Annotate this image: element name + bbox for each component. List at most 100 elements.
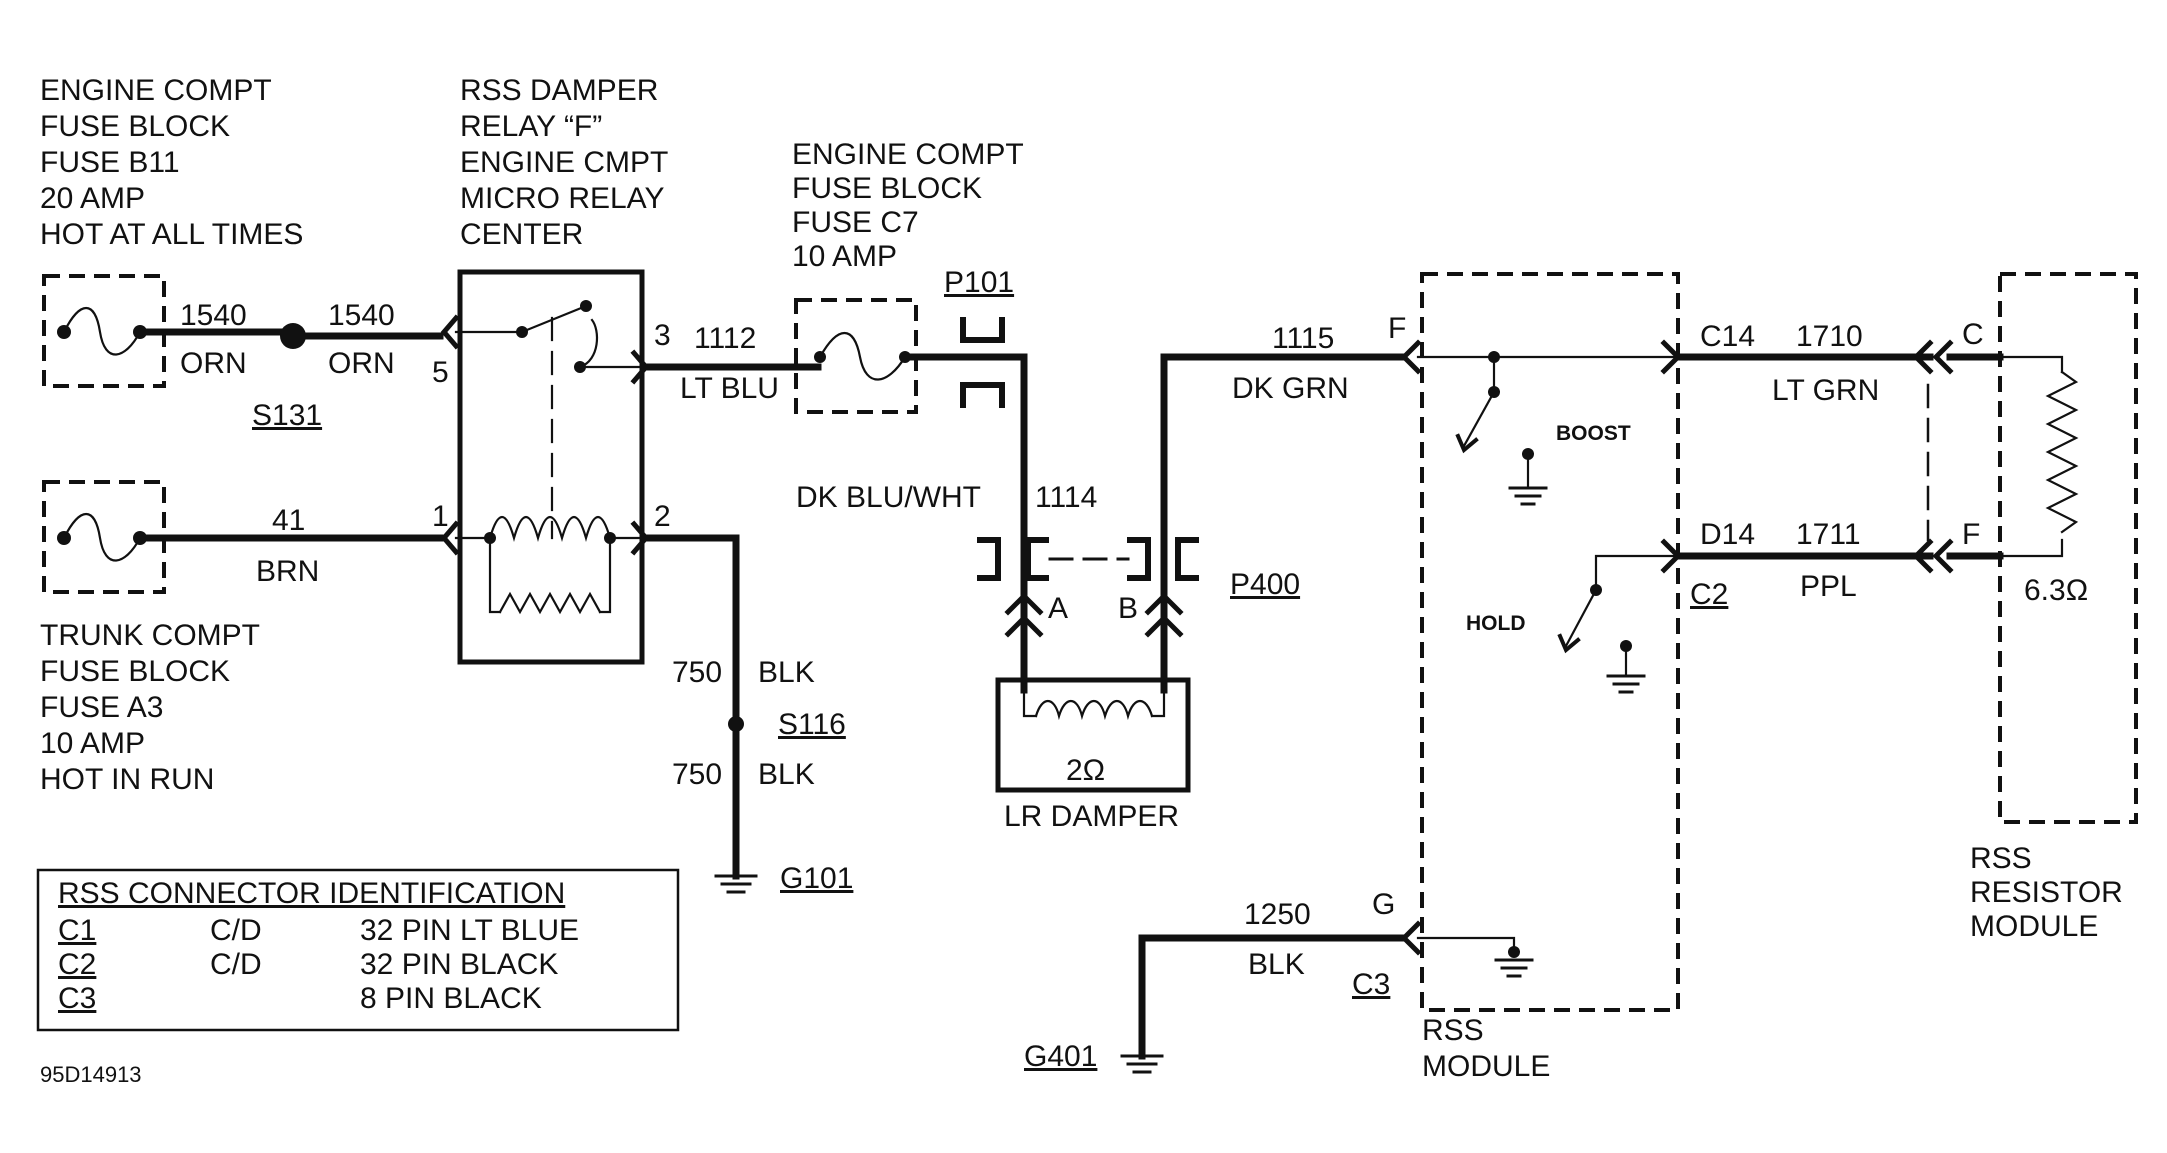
ground-ref-g101: G101 (780, 862, 853, 895)
diagram-label: 10 AMP (792, 240, 897, 273)
diagram-label: 6.3Ω (2024, 574, 2088, 607)
diagram-label: FUSE BLOCK (40, 110, 230, 143)
diagram-label: 1711 (1796, 518, 1861, 551)
diagram-label: 32 PIN BLACK (360, 948, 558, 981)
fuse-c7 (794, 298, 918, 414)
diagram-label: C/D (210, 914, 262, 947)
connector-ref-c3: C3 (1352, 968, 1390, 1001)
diagram-label: PPL (1800, 570, 1857, 603)
wire-1114 (901, 353, 1028, 602)
diagram-label: C14 (1700, 320, 1755, 353)
diagram-label: RSS CONNECTOR IDENTIFICATION (58, 877, 565, 910)
diagram-label: 1 (432, 500, 449, 533)
diagram-label: RSS DAMPER (460, 74, 658, 107)
diagram-label: 750 (672, 758, 722, 791)
diagram-label: C3 (58, 982, 96, 1015)
figure-id: 95D14913 (40, 1062, 142, 1087)
diagram-label: BLK (758, 758, 815, 791)
diagram-label: MODULE (1422, 1050, 1550, 1083)
relay-box (440, 269, 650, 665)
diagram-label: 8 PIN BLACK (360, 982, 542, 1015)
diagram-label: HOT AT ALL TIMES (40, 218, 303, 251)
diagram-label: 1114 (1035, 481, 1097, 514)
diagram-label: BLK (758, 656, 815, 689)
connector-ref-p101: P101 (944, 266, 1014, 299)
diagram-label: DK BLU/WHT (796, 481, 981, 514)
diagram-label: 1115 (1272, 322, 1334, 355)
rss-resistor-module (1912, 272, 2138, 824)
diagram-label: DK GRN (1232, 372, 1349, 405)
diagram-label: D14 (1700, 518, 1755, 551)
diagram-label: 1250 (1244, 898, 1311, 931)
diagram-label: MODULE (1970, 910, 2098, 943)
diagram-label: 41 (272, 504, 305, 537)
diagram-label: FUSE BLOCK (40, 655, 230, 688)
diagram-label: RSS (1970, 842, 2032, 875)
connector-ref-c2: C2 (1690, 578, 1728, 611)
diagram-label: F (1962, 518, 1980, 551)
diagram-label: CENTER (460, 218, 583, 251)
diagram-label: RSS (1422, 1014, 1484, 1047)
diagram-label: RELAY “F” (460, 110, 602, 143)
ground-g101 (714, 874, 758, 894)
lr-damper (995, 677, 1191, 793)
splice-ref-s131: S131 (252, 399, 322, 432)
fuse-b11-label: ENGINE COMPT FUSE BLOCK FUSE B11 20 AMP … (40, 74, 303, 251)
diagram-label: ENGINE COMPT (40, 74, 272, 107)
diagram-label: BLK (1248, 948, 1305, 981)
diagram-label: ENGINE COMPT (792, 138, 1024, 171)
diagram-label: 20 AMP (40, 182, 145, 215)
diagram-label: F (1388, 312, 1406, 345)
diagram-label: RESISTOR (1970, 876, 2123, 909)
diagram-label: 2 (654, 500, 671, 533)
diagram-label: 3 (654, 319, 671, 352)
diagram-label: B (1118, 592, 1138, 625)
diagram-label: 5 (432, 356, 449, 389)
fuse-c7-label: ENGINE COMPT FUSE BLOCK FUSE C7 10 AMP (792, 138, 1024, 273)
diagram-label: 1540 (180, 299, 247, 332)
diagram-label: LR DAMPER (1004, 800, 1179, 833)
wire-750 (642, 534, 740, 880)
connector-p400 (977, 537, 1199, 581)
diagram-label: 2Ω (1066, 754, 1105, 787)
diagram-label: BRN (256, 555, 319, 588)
connector-legend: RSS CONNECTOR IDENTIFICATION C1 C/D 32 P… (36, 868, 680, 1032)
diagram-label: G (1372, 888, 1395, 921)
relay-label: RSS DAMPER RELAY “F” ENGINE CMPT MICRO R… (460, 74, 668, 251)
wire-1250 (1138, 934, 1408, 1060)
diagram-label: 32 PIN LT BLUE (360, 914, 579, 947)
diagram-label: FUSE A3 (40, 691, 163, 724)
boost-label: BOOST (1556, 422, 1631, 445)
splice-ref-s116: S116 (778, 708, 846, 741)
diagram-label: 1540 (328, 299, 395, 332)
diagram-label: 1710 (1796, 320, 1863, 353)
ground-ref-g401: G401 (1024, 1040, 1097, 1073)
diagram-label: ENGINE CMPT (460, 146, 668, 179)
hold-label: HOLD (1466, 612, 1526, 635)
connector-p101 (960, 317, 1005, 408)
diagram-label: 750 (672, 656, 722, 689)
fuse-a3-label: TRUNK COMPT FUSE BLOCK FUSE A3 10 AMP HO… (40, 619, 260, 796)
diagram-label: C/D (210, 948, 262, 981)
diagram-label: 10 AMP (40, 727, 145, 760)
diagram-label: ORN (328, 347, 395, 380)
diagram-label: A (1048, 592, 1068, 625)
diagram-label: FUSE BLOCK (792, 172, 982, 205)
diagram-label: ORN (180, 347, 247, 380)
diagram-label: LT BLU (680, 372, 779, 405)
diagram-label: C1 (58, 914, 96, 947)
diagram-label: MICRO RELAY (460, 182, 664, 215)
diagram-label: FUSE C7 (792, 206, 919, 239)
rss-module (1400, 272, 1682, 1012)
ground-g401 (1120, 1054, 1164, 1074)
diagram-label: LT GRN (1772, 374, 1879, 407)
diagram-label: C2 (58, 948, 96, 981)
splice-s116 (728, 716, 744, 732)
diagram-label: 1112 (694, 322, 756, 355)
diagram-label: HOT IN RUN (40, 763, 214, 796)
connector-ref-p400: P400 (1230, 568, 1300, 601)
diagram-label: FUSE B11 (40, 146, 180, 179)
diagram-label: TRUNK COMPT (40, 619, 260, 652)
